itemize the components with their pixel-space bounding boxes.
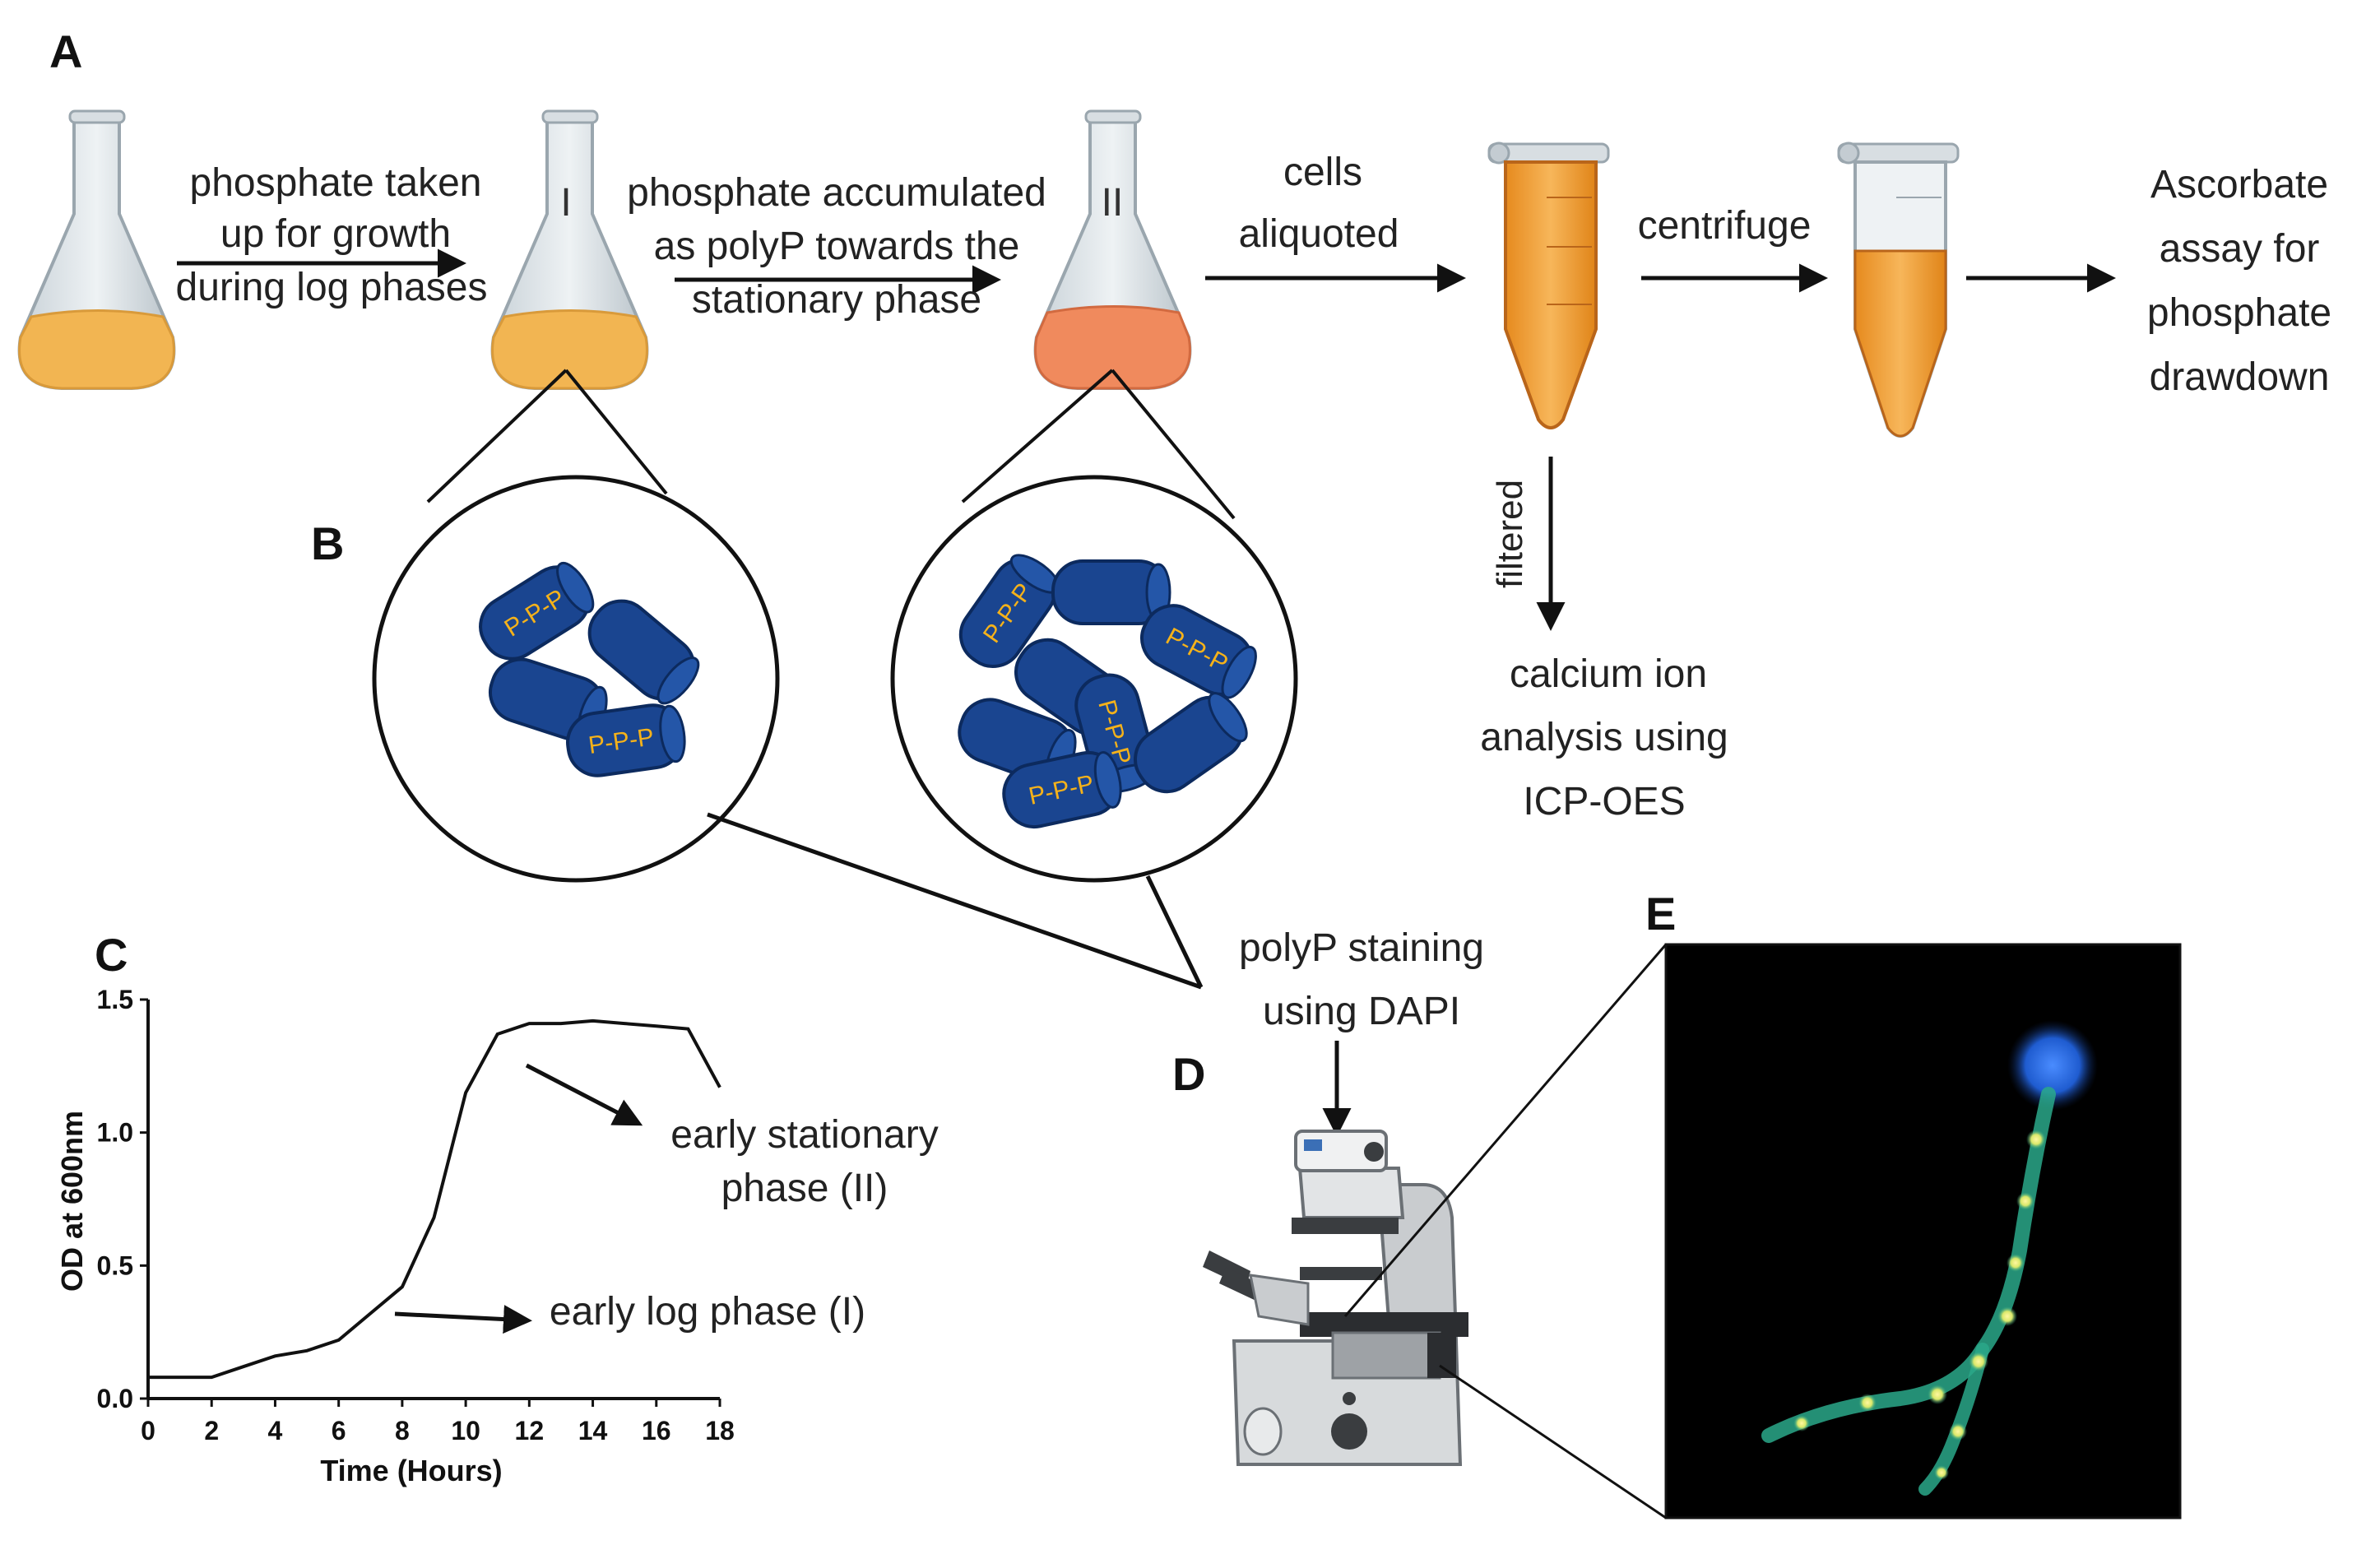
zoom-line (426, 369, 568, 503)
step2-line2: as polyP towards the (654, 225, 1020, 268)
flask-label-ii: II (1102, 181, 1124, 225)
zoom-circle-phase-ii: P-P-P P-P-P P-P-P P-P-P (890, 475, 1298, 883)
annotation-stationary-line1: early stationary (670, 1113, 938, 1157)
step4-label: centrifuge (1638, 204, 1812, 248)
y-tick-label: 0.0 (97, 1384, 133, 1413)
y-axis-title: OD at 600nm (55, 1111, 89, 1292)
calcium-line3: ICP-OES (1523, 780, 1685, 824)
flask-phase-i: I (490, 109, 649, 390)
annotation-arrow-log (394, 1305, 532, 1334)
step3-line1: cells (1283, 151, 1362, 194)
x-tick-label: 10 (451, 1416, 480, 1445)
step1-line1: phosphate taken (190, 161, 482, 205)
zoom-line (961, 369, 1114, 503)
step3-line2: aliquoted (1239, 212, 1399, 256)
panel-label-c: C (95, 929, 128, 981)
calcium-line1: calcium ion (1510, 652, 1707, 696)
step5-line1: Ascorbate (2150, 163, 2328, 206)
annotation-log-line1: early log phase (I) (550, 1290, 865, 1334)
panel-label-a: A (49, 26, 82, 77)
zoom-line (1439, 1364, 1667, 1519)
zoom-line (564, 369, 668, 495)
flask-phase-ii: II (1033, 109, 1192, 390)
x-tick-label: 6 (332, 1416, 346, 1445)
x-tick-label: 16 (642, 1416, 671, 1445)
bacterial-cell: P-P-P (562, 699, 690, 782)
step5-line2: assay for (2160, 227, 2320, 271)
bacterial-cell: P-P-P (467, 553, 604, 672)
y-tick-label: 1.5 (97, 985, 133, 1014)
step2-line3: stationary phase (692, 278, 981, 322)
x-axis-title: Time (Hours) (320, 1454, 502, 1487)
step1-line3: during log phases (176, 266, 488, 309)
panel-label-d: D (1172, 1048, 1205, 1100)
connector-line (707, 812, 1202, 990)
annotation-arrow-stationary (525, 1063, 643, 1126)
x-tick-label: 8 (395, 1416, 410, 1445)
microscope-illustration (1203, 1130, 1468, 1466)
step5-line3: phosphate (2147, 291, 2331, 335)
x-tick-label: 4 (268, 1416, 283, 1445)
x-tick-label: 12 (515, 1416, 545, 1445)
step1-line2: up for growth (220, 212, 451, 256)
step2-line1: phosphate accumulated (627, 171, 1046, 215)
y-tick-label: 1.0 (97, 1118, 133, 1148)
x-tick-label: 14 (578, 1416, 608, 1445)
x-tick-label: 18 (705, 1416, 735, 1445)
tube-aliquoted (1487, 142, 1610, 429)
annotation-stationary-line2: phase (II) (721, 1167, 888, 1210)
flask-initial (17, 109, 176, 390)
x-tick-label: 0 (141, 1416, 155, 1445)
zoom-line (1111, 369, 1236, 520)
x-tick-label: 2 (204, 1416, 219, 1445)
zoom-line (1343, 944, 1668, 1317)
zoom-circle-phase-i: P-P-P P-P-P (372, 475, 780, 883)
growth-curve-chart: 0 2 4 6 8 10 12 14 16 18 0.0 0.5 1.0 1.5 Time (Hours… (55, 985, 939, 1487)
growth-curve-line (148, 1018, 721, 1380)
bacterial-cell: P-P-P (1131, 596, 1264, 706)
bacterial-cell: P-P-P (947, 545, 1069, 680)
connector-line (1145, 875, 1204, 989)
staining-line2: using DAPI (1263, 990, 1460, 1033)
bacterial-cell: P-P-P (996, 745, 1128, 834)
calcium-line2: analysis using (1480, 716, 1728, 759)
step5-line4: drawdown (2150, 355, 2330, 399)
panel-label-e: E (1645, 888, 1676, 940)
y-tick-label: 0.5 (97, 1250, 133, 1280)
panel-label-b: B (311, 517, 344, 569)
staining-line1: polyP staining (1239, 926, 1484, 970)
filtered-label: filtered (1490, 480, 1530, 588)
flask-label-i: I (560, 181, 571, 225)
fluorescence-micrograph (1664, 943, 2182, 1519)
tube-centrifuged (1837, 142, 1960, 438)
